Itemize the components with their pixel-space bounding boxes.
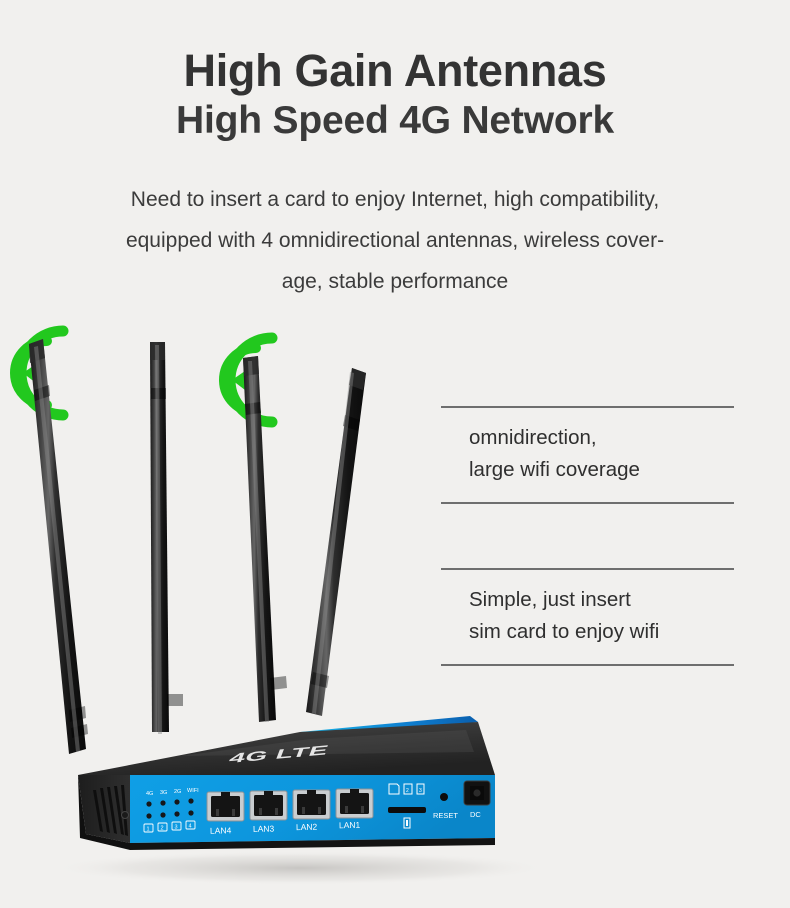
router-product-image: 4G LTE 4G 3G [0, 320, 620, 900]
lan-label-3: LAN3 [253, 823, 275, 833]
lan-port-lan1 [335, 788, 374, 819]
headings-block: High Gain Antennas High Speed 4G Network [0, 45, 790, 144]
sim-insert-icon [403, 817, 411, 829]
sim-slot-opening [388, 807, 426, 813]
page-subtitle: High Speed 4G Network [176, 99, 614, 143]
reset-button: RESET [433, 793, 458, 820]
dc-label: DC [470, 810, 481, 819]
vent-slots [93, 785, 128, 836]
svg-text:3: 3 [175, 825, 178, 831]
sim-card-slot: 2 3 [388, 783, 426, 829]
antenna-1 [29, 339, 88, 754]
feature-callout-coverage: omnidirection, large wifi coverage [441, 406, 734, 504]
antenna-3 [243, 356, 287, 722]
led-indicator-group: 4G 3G 2G WIFI [143, 788, 199, 833]
wifi-dot-right [232, 371, 245, 390]
callout-simcard-line-1: Simple, just insert [469, 588, 631, 611]
page-title: High Gain Antennas [183, 45, 607, 96]
callout-coverage-line-1: omnidirection, [469, 426, 597, 449]
led-label-wifi: WIFI [187, 788, 199, 794]
lan-label-1: LAN1 [339, 820, 361, 830]
antenna-2 [150, 342, 183, 734]
antenna-4 [306, 368, 366, 716]
description-line-3: age, stable performance [281, 269, 509, 293]
svg-text:3: 3 [419, 788, 422, 794]
router-top-highlight [180, 730, 474, 756]
led-label-3g: 3G [160, 790, 167, 796]
lan-port-group: LAN4 LAN3 LAN2 LAN1 [206, 788, 374, 836]
router-top-surface [78, 722, 495, 775]
lan-port-lan2 [292, 789, 331, 820]
lan-port-lan4 [206, 791, 245, 822]
dc-power-jack: DC [463, 780, 491, 819]
description-line-2: equipped with 4 omnidirectional antennas… [125, 228, 665, 252]
led-label-4g: 4G [146, 791, 153, 797]
led-label-2g: 2G [174, 789, 181, 795]
feature-callout-simcard: Simple, just insert sim card to enjoy wi… [441, 568, 734, 666]
svg-text:1: 1 [147, 827, 150, 833]
lan-label-2: LAN2 [296, 822, 318, 832]
lan-label-4: LAN4 [210, 825, 232, 835]
product-description: Need to insert a card to enjoy Internet,… [50, 180, 740, 303]
router-left-bottom-edge [78, 775, 130, 850]
svg-text:2: 2 [406, 788, 409, 794]
router-bottom-edge [130, 838, 495, 850]
svg-text:4: 4 [189, 824, 192, 830]
svg-text:2: 2 [161, 826, 164, 832]
reset-label: RESET [433, 811, 458, 820]
callout-simcard-line-2: sim card to enjoy wifi [469, 619, 660, 643]
side-screw [121, 811, 129, 819]
description-line-1: Need to insert a card to enjoy Internet,… [130, 188, 660, 211]
lan-port-lan3 [249, 790, 288, 821]
callout-coverage-line-2: large wifi coverage [469, 457, 640, 481]
product-shadow [50, 851, 550, 885]
